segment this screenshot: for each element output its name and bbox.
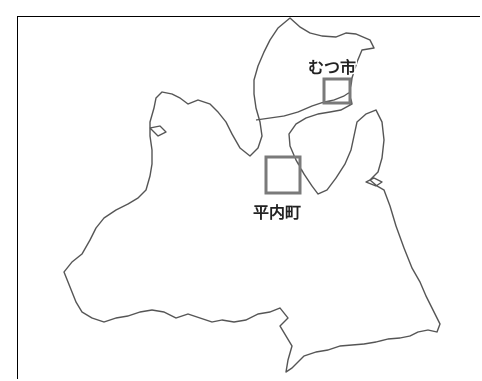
mutsu-bay-coast (255, 91, 351, 121)
west-coast-notch (149, 125, 167, 137)
hiranai-label: 平内町 (253, 203, 301, 222)
mutsu-highlight-box[interactable] (322, 77, 352, 105)
hiranai-highlight-box[interactable] (264, 155, 302, 195)
prefecture-outline (63, 17, 441, 373)
east-coast-notch (365, 177, 383, 187)
mutsu-label: むつ市 (308, 58, 356, 77)
